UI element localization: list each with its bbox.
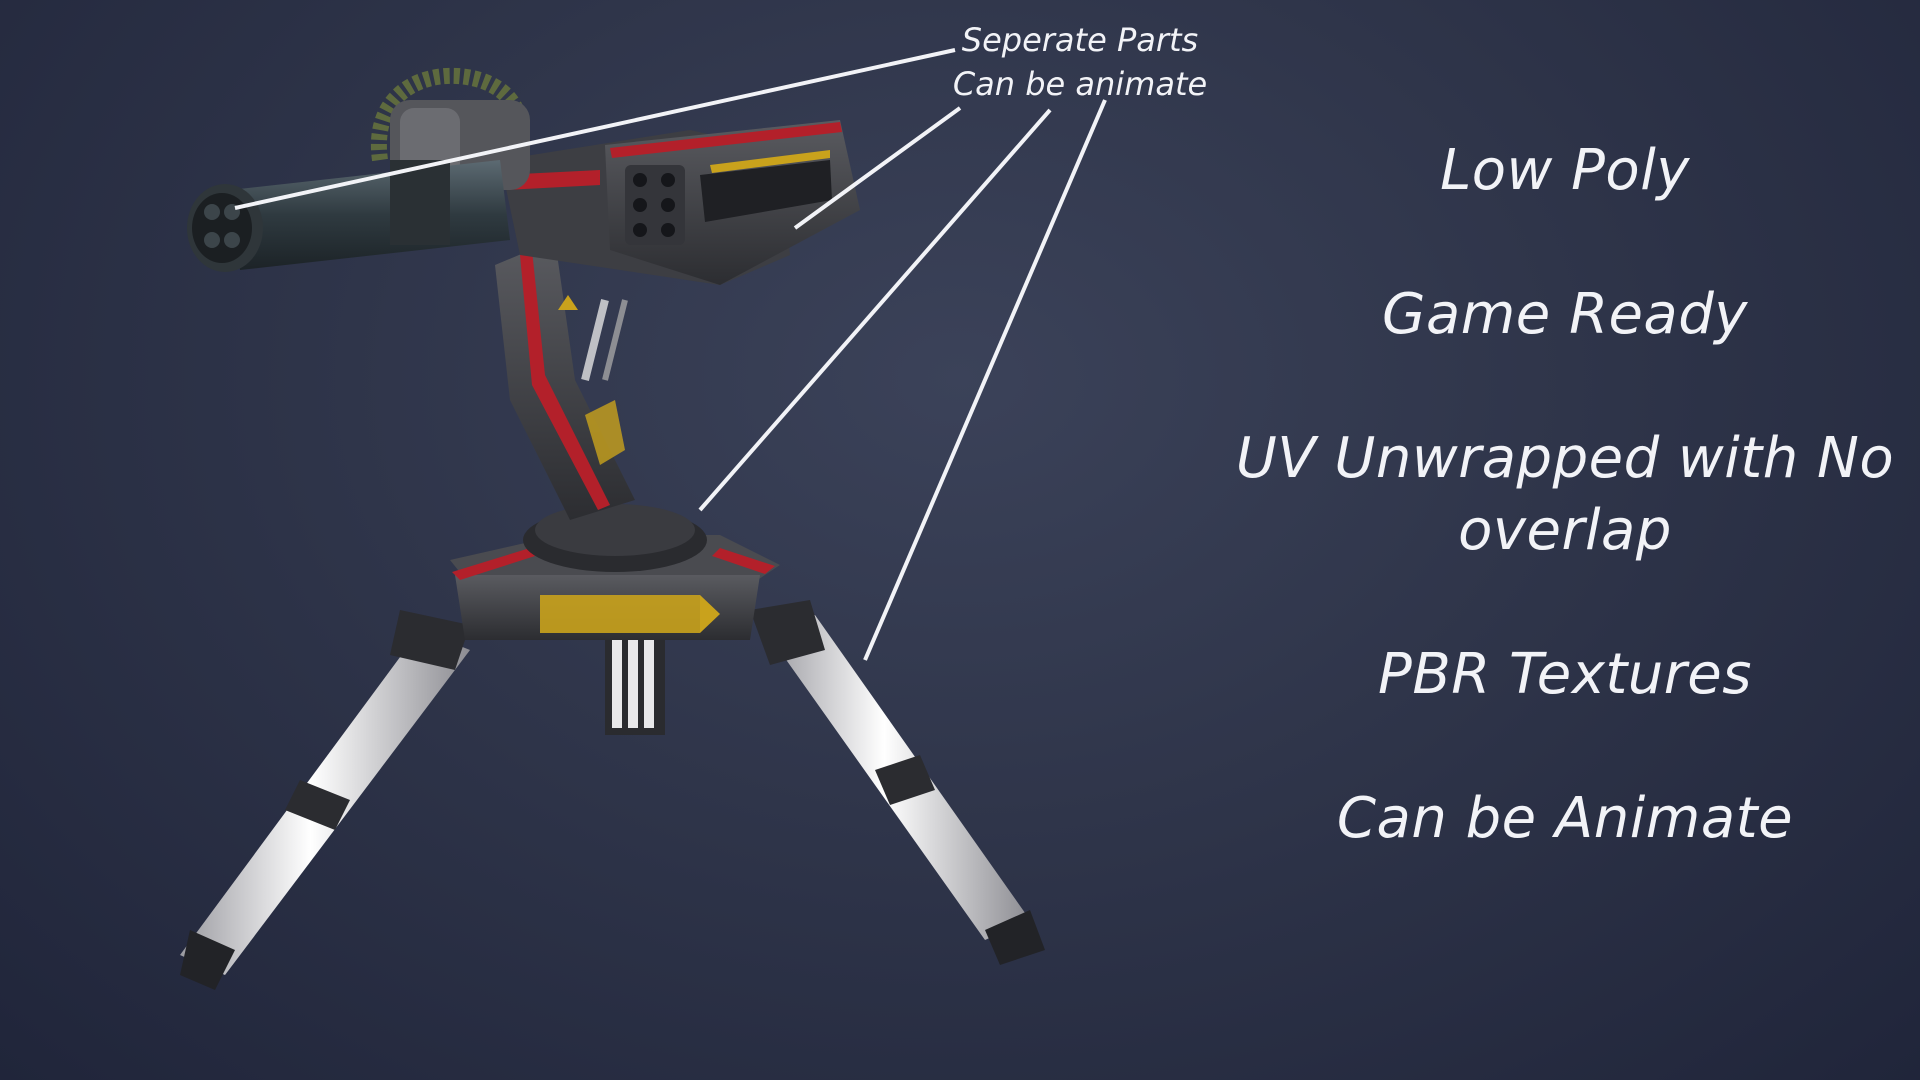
right-leg xyxy=(750,600,1045,965)
center-strut xyxy=(605,635,665,735)
turret-arm xyxy=(495,240,635,520)
feature-list: Low Poly Game Ready UV Unwrapped with No… xyxy=(1220,135,1910,927)
feature-low-poly: Low Poly xyxy=(1440,138,1690,203)
gatling-barrel xyxy=(187,160,510,272)
callout-lines xyxy=(234,48,1107,661)
callout-line-1: Seperate Parts xyxy=(961,21,1199,59)
feature-pbr-textures: PBR Textures xyxy=(1378,642,1752,707)
feature-can-be-animate: Can be Animate xyxy=(1336,786,1794,851)
separate-parts-callout: Seperate Parts Can be animate xyxy=(930,18,1230,106)
feature-uv-unwrapped: UV Unwrapped with No overlap xyxy=(1235,426,1895,563)
callout-line-2: Can be animate xyxy=(952,65,1208,103)
feature-game-ready: Game Ready xyxy=(1382,282,1748,347)
left-leg xyxy=(180,610,470,990)
swivel-ring xyxy=(523,504,707,572)
turret-body xyxy=(500,120,860,285)
